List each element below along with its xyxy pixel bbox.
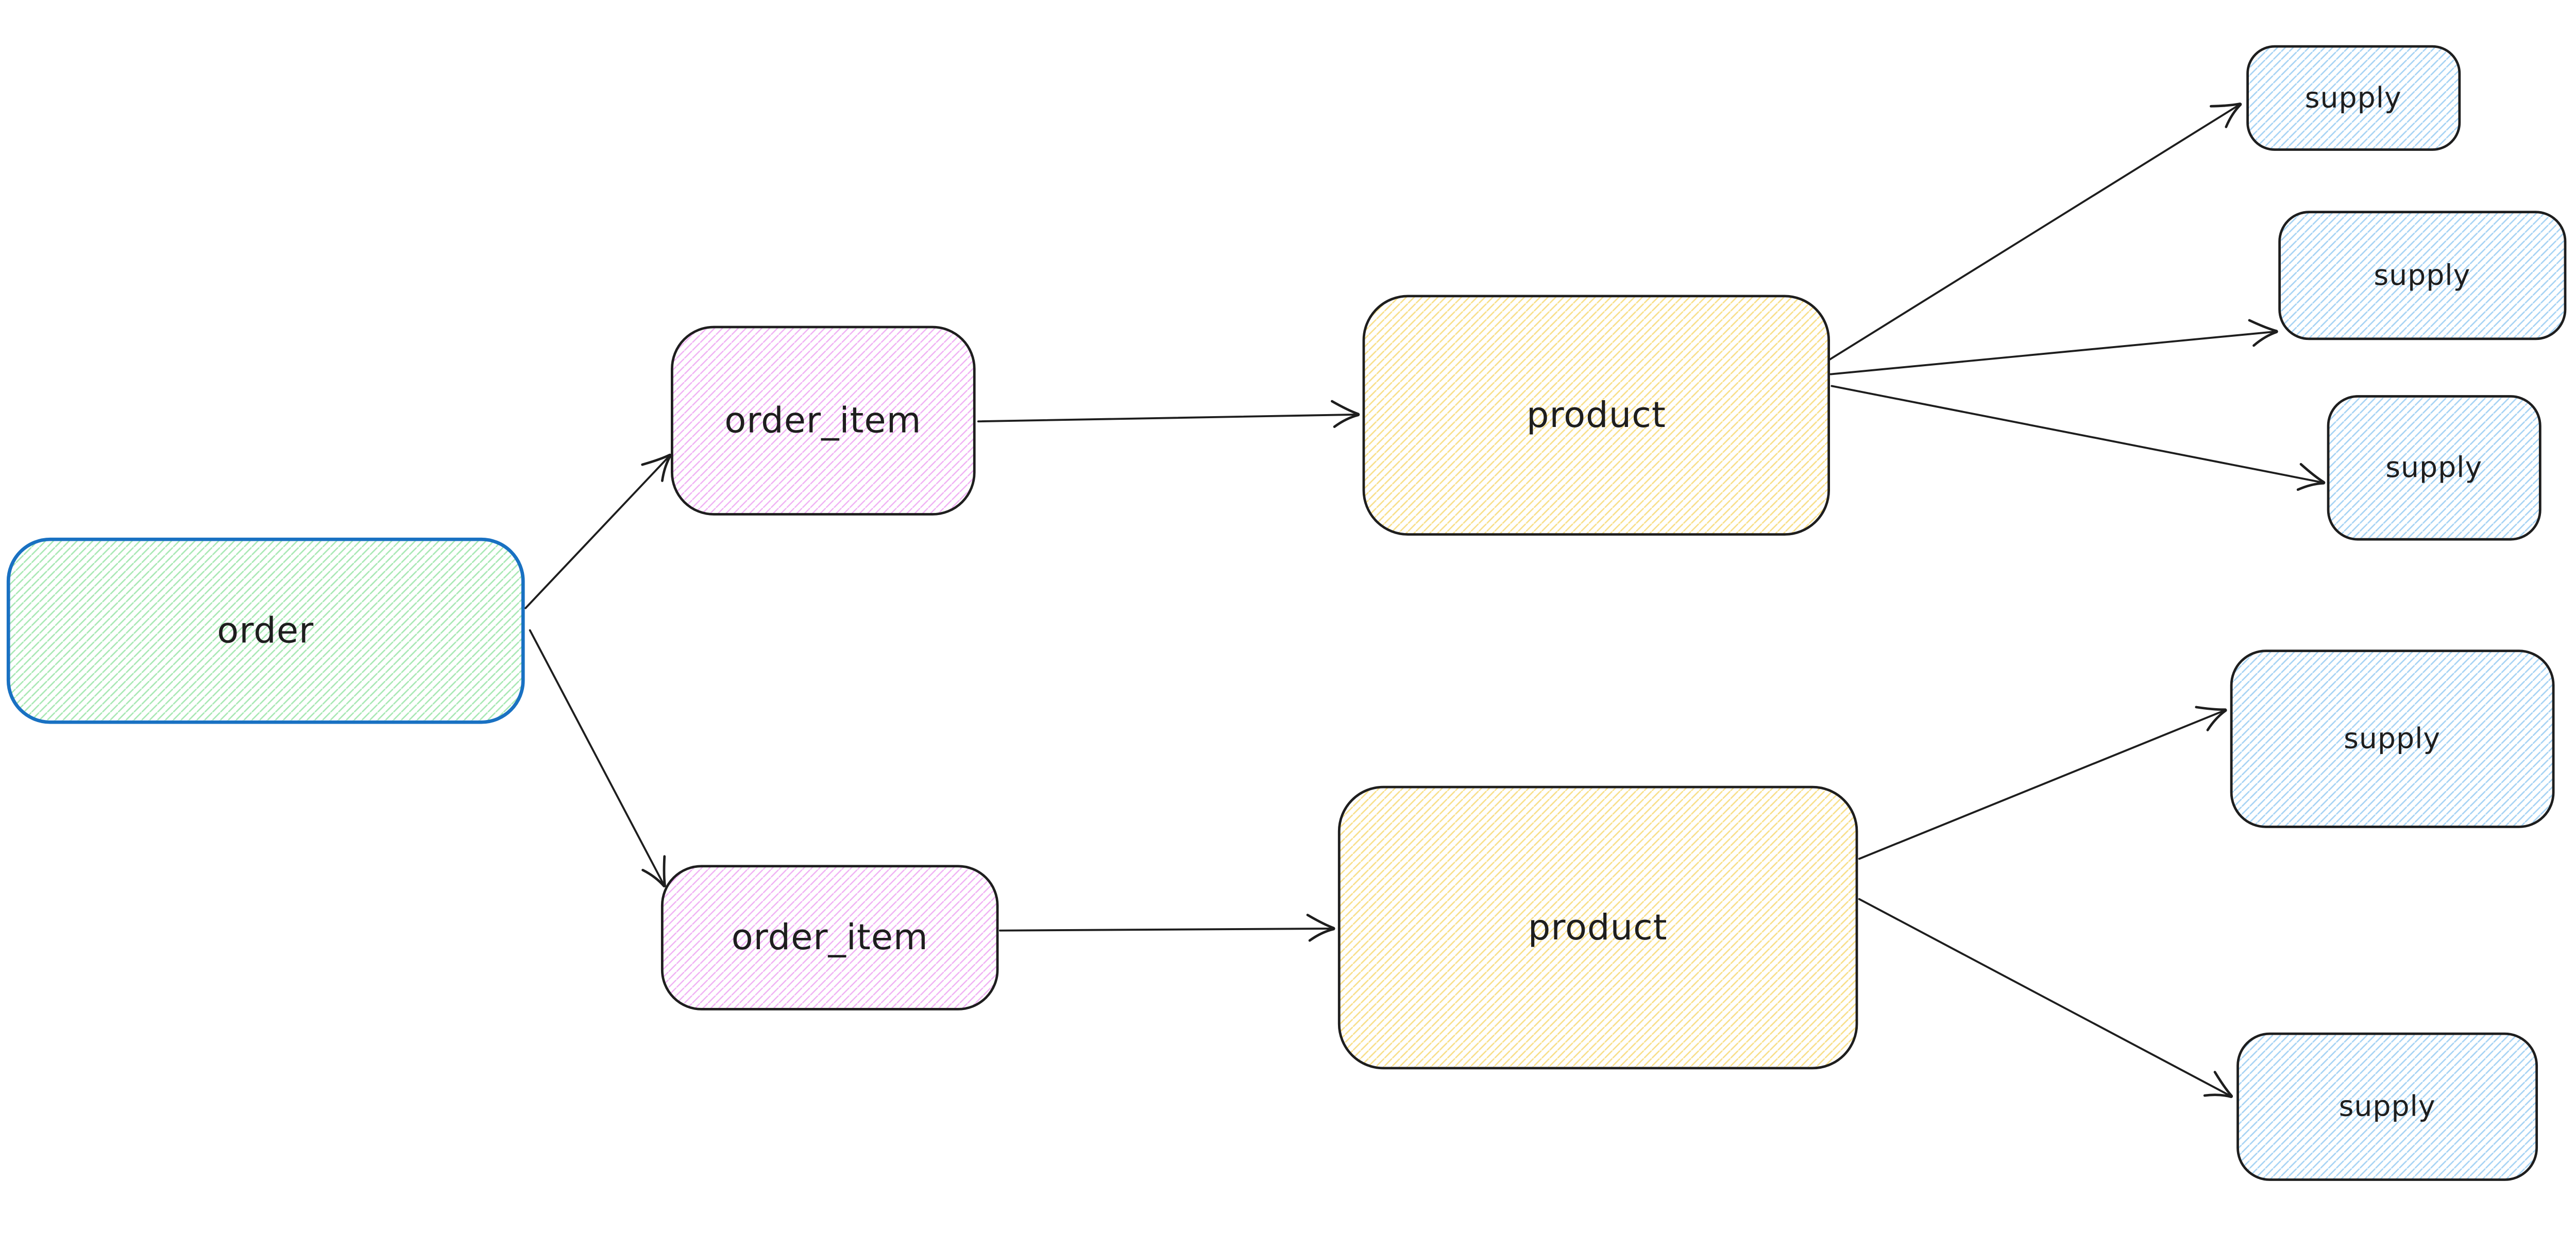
node-supply-2-box	[2278, 211, 2567, 340]
node-order-box	[6, 537, 525, 724]
node-product-1-label: product	[1527, 395, 1666, 436]
node-supply-5[interactable]: supply	[2236, 1032, 2538, 1181]
edge-product-2-to-supply-5[interactable]	[1858, 898, 2233, 1099]
node-supply-1-box	[2246, 45, 2461, 151]
node-order-label: order	[217, 610, 314, 652]
node-product-1[interactable]: product	[1362, 295, 1831, 536]
edge-order-item-1-to-product-1[interactable]	[977, 400, 1360, 428]
node-supply-4[interactable]: supply	[2230, 649, 2555, 828]
node-supply-3-label: supply	[2385, 451, 2482, 484]
node-order[interactable]: order	[6, 537, 525, 724]
node-supply-3-box	[2327, 395, 2541, 541]
node-supply-5-box	[2236, 1032, 2538, 1181]
node-supply-3[interactable]: supply	[2327, 395, 2541, 541]
node-order-item-2-box	[660, 865, 999, 1011]
node-supply-5-label: supply	[2339, 1090, 2436, 1123]
edge-order-to-order-item-2[interactable]	[529, 629, 666, 887]
node-supply-1-label: supply	[2305, 81, 2402, 114]
node-product-2-box	[1337, 785, 1858, 1070]
node-order-item-1[interactable]: order_item	[671, 326, 976, 516]
edge-product-1-to-supply-2[interactable]	[1829, 319, 2278, 375]
edge-product-1-to-supply-1[interactable]	[1828, 102, 2242, 361]
node-supply-1[interactable]: supply	[2246, 45, 2461, 151]
node-product-2[interactable]: product	[1337, 785, 1858, 1070]
edge-order-item-2-to-product-2[interactable]	[998, 914, 1335, 942]
edge-product-1-to-supply-3[interactable]	[1831, 385, 2326, 491]
node-supply-2[interactable]: supply	[2278, 211, 2567, 340]
node-supply-4-box	[2230, 649, 2555, 828]
node-order-item-2-label: order_item	[732, 917, 928, 958]
node-order-item-1-box	[671, 326, 976, 516]
node-order-item-1-label: order_item	[724, 400, 921, 441]
edge-order-to-order-item-1[interactable]	[524, 453, 672, 609]
node-supply-4-label: supply	[2344, 723, 2441, 756]
node-order-item-2[interactable]: order_item	[660, 865, 999, 1011]
node-product-1-box	[1362, 295, 1831, 536]
node-supply-2-label: supply	[2374, 259, 2470, 292]
edge-product-2-to-supply-4[interactable]	[1858, 706, 2227, 860]
node-product-2-label: product	[1528, 907, 1668, 948]
